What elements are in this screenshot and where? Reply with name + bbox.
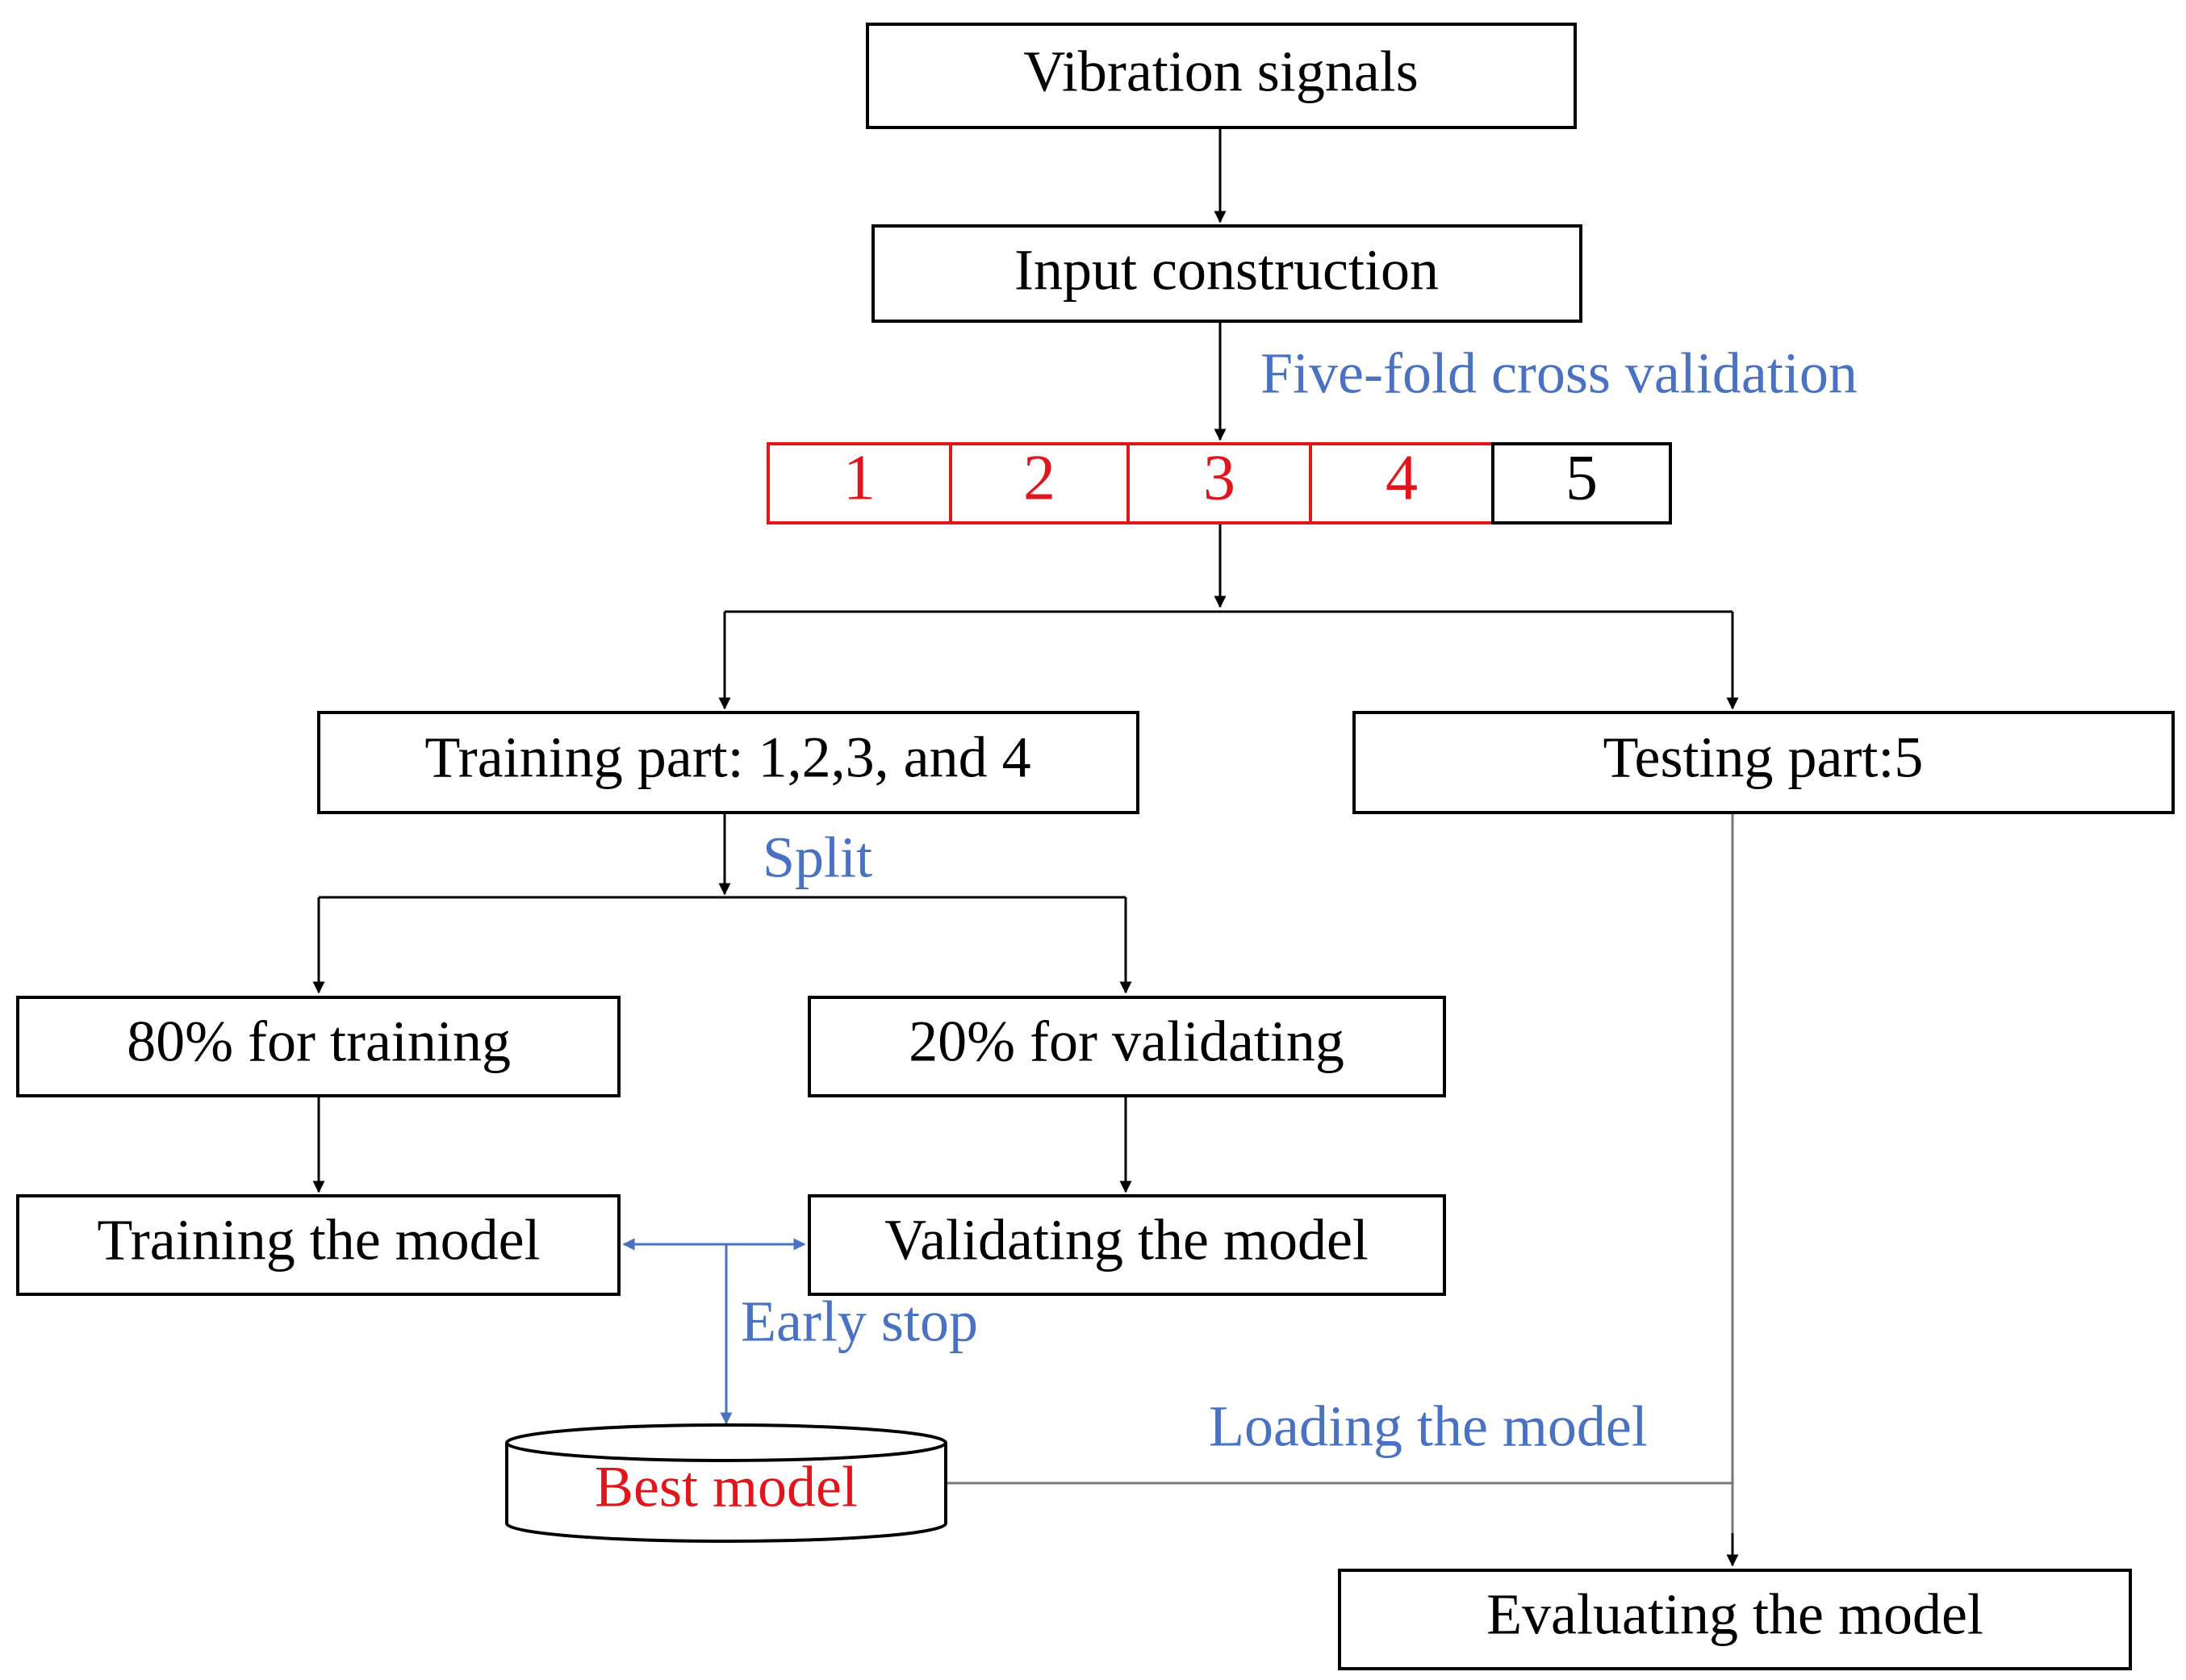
vibration-signals-label: Vibration signals <box>1023 40 1419 104</box>
evaluating-model-label: Evaluating the model <box>1486 1582 1983 1647</box>
evaluating-model-node: Evaluating the model <box>1338 1569 2132 1670</box>
testing-part-label: Testing part:5 <box>1603 725 1924 790</box>
vibration-signals-node: Vibration signals <box>866 23 1577 129</box>
validate-20-label: 20% for validating <box>909 1009 1344 1074</box>
early-stop-annotation: Early stop <box>741 1289 978 1354</box>
five-fold-annotation: Five-fold cross validation <box>1260 341 1858 406</box>
fold-cell: 1 <box>767 442 952 524</box>
training-model-node: Training the model <box>16 1194 621 1296</box>
fold-label: 3 <box>1203 442 1235 513</box>
fold-cell: 3 <box>1126 442 1312 524</box>
fold-strip: 1 2 3 4 5 <box>767 442 1672 524</box>
train-80-node: 80% for training <box>16 996 621 1097</box>
validate-20-node: 20% for validating <box>808 996 1446 1097</box>
split-annotation: Split <box>763 825 872 890</box>
best-model-label: Best model <box>595 1455 858 1519</box>
fold-cell-test: 5 <box>1491 442 1672 524</box>
fold-label: 4 <box>1386 442 1418 513</box>
best-model-node: Best model <box>505 1423 947 1543</box>
fold-cell: 2 <box>949 442 1130 524</box>
train-80-label: 80% for training <box>127 1009 511 1074</box>
input-construction-node: Input construction <box>871 224 1582 323</box>
fold-label: 2 <box>1023 442 1055 513</box>
validating-model-label: Validating the model <box>884 1208 1369 1273</box>
training-part-node: Training part: 1,2,3, and 4 <box>317 711 1139 814</box>
fold-label: 5 <box>1565 442 1598 513</box>
black-connectors <box>312 129 1739 1193</box>
training-model-label: Training the model <box>97 1208 540 1273</box>
input-construction-label: Input construction <box>1014 238 1439 303</box>
training-part-label: Training part: 1,2,3, and 4 <box>424 725 1030 790</box>
database-icon <box>505 1443 947 1543</box>
validating-model-node: Validating the model <box>808 1194 1446 1296</box>
loading-model-annotation: Loading the model <box>1209 1394 1648 1459</box>
fold-cell: 4 <box>1309 442 1494 524</box>
testing-part-node: Testing part:5 <box>1352 711 2175 814</box>
fold-label: 1 <box>843 442 876 513</box>
blue-connectors <box>622 1238 806 1425</box>
gray-connectors <box>947 813 1734 1565</box>
